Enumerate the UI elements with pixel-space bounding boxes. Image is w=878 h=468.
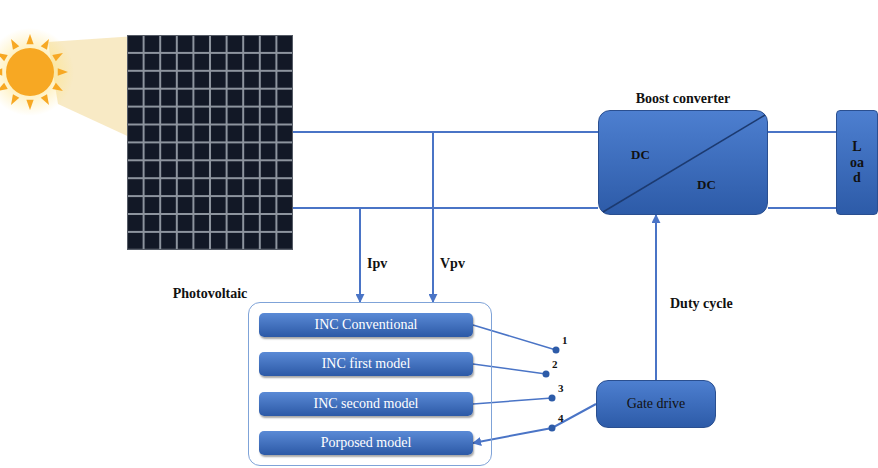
callout-number: 1: [562, 334, 568, 346]
converter-box: Boost converterDCDC: [598, 110, 768, 215]
signal-arrow: [293, 208, 360, 302]
switch-contact: [549, 425, 556, 432]
box-label: Porposed model: [321, 435, 412, 451]
signal-label: Vpv: [438, 256, 467, 272]
sun-ray: [58, 68, 68, 75]
port-label: DC: [631, 147, 650, 163]
signal-arrow: [293, 132, 433, 302]
algorithm-box: INC first model: [259, 352, 473, 376]
switch-contact: [553, 347, 560, 354]
sun-ray: [52, 53, 63, 61]
sun-glow: [0, 28, 74, 116]
signal-label: Duty cycle: [668, 296, 735, 312]
switch-wire: [473, 364, 546, 374]
photovoltaic-panel: Photovoltaic: [127, 35, 293, 250]
port-label: DC: [697, 177, 716, 193]
switch-wire: [473, 325, 556, 350]
box-heading: Boost converter: [636, 91, 730, 107]
callout-number: 4: [558, 412, 564, 424]
box-label: Gate drive: [627, 396, 686, 412]
sun-ray: [0, 68, 2, 75]
box-label: INC second model: [314, 396, 419, 412]
gate-drive-box: Gate drive: [596, 380, 716, 428]
sun-ray: [0, 83, 8, 91]
switch-contact: [543, 371, 550, 378]
switch-contact: [549, 395, 556, 402]
algorithm-box: INC Conventional: [259, 313, 473, 337]
wire: [768, 207, 836, 209]
sun-ray: [52, 83, 63, 91]
switch-wire: [473, 398, 552, 404]
signal-label: Ipv: [365, 256, 389, 272]
box-label: INC first model: [322, 356, 411, 372]
algorithm-box: Porposed model: [259, 431, 473, 455]
algorithm-group: INC ConventionalINC first modelINC secon…: [248, 302, 492, 466]
diagonal-divider: [599, 111, 769, 216]
sun-ray: [41, 39, 49, 50]
signal-arrow: [655, 215, 657, 380]
callout-number: 2: [552, 358, 558, 370]
load-box: Load: [836, 110, 878, 215]
sun-ray: [11, 94, 19, 105]
sun-ray: [41, 94, 49, 105]
sun: [6, 48, 54, 96]
sun-ray: [11, 39, 19, 50]
wire: [768, 131, 836, 133]
algorithm-box: INC second model: [259, 392, 473, 416]
sun-rays: [0, 34, 68, 110]
callout-number: 3: [558, 382, 564, 394]
sun-ray: [0, 53, 8, 61]
box-label: Load: [850, 139, 864, 185]
component-label: Photovoltaic: [173, 286, 248, 302]
solar-panel-art: [127, 35, 293, 250]
sun-ray: [26, 100, 33, 110]
sun-ray: [26, 34, 33, 44]
box-label: INC Conventional: [314, 317, 417, 333]
